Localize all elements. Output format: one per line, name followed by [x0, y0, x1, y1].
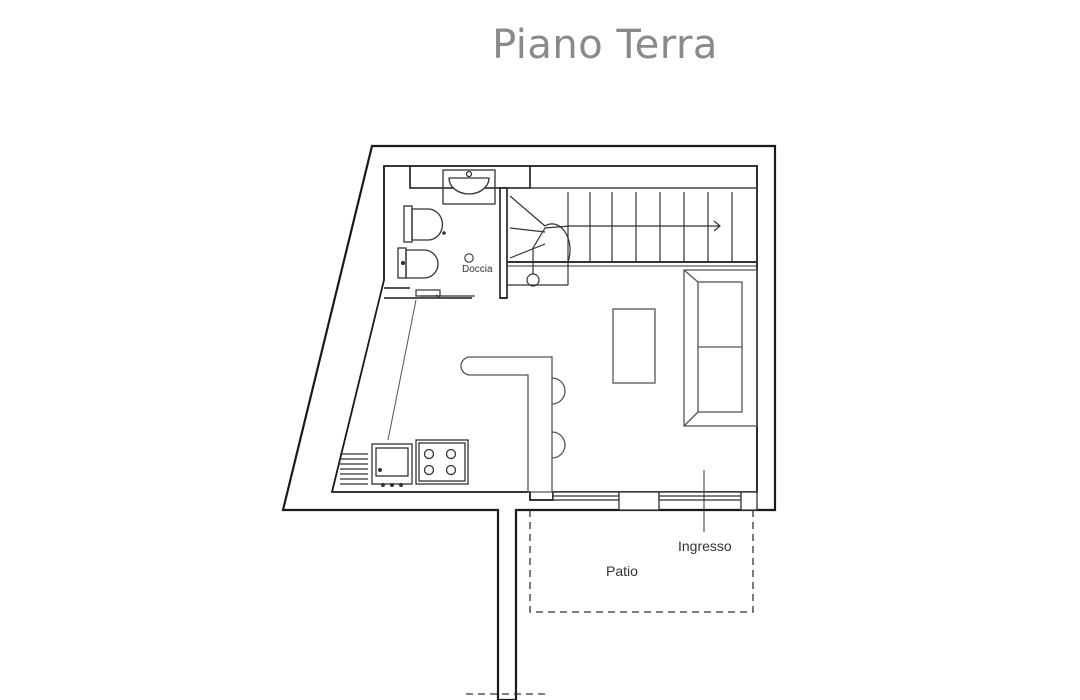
sink: [442, 169, 496, 205]
bidet: [397, 247, 439, 279]
plan-title: Piano Terra: [492, 22, 718, 68]
kitchen-knobs: [378, 468, 403, 487]
patio-label: Patio: [606, 563, 638, 579]
front-openings: [552, 470, 758, 532]
kitchen-peninsula: [460, 356, 553, 493]
patio-outline: [529, 510, 754, 613]
bar-stools: [551, 377, 566, 459]
coffee-table: [612, 308, 656, 384]
shower-label: Doccia: [462, 264, 493, 275]
outer-walls: [281, 144, 777, 700]
entrance-label: Ingresso: [678, 538, 732, 554]
toilet: [403, 205, 444, 243]
guide-line: [387, 299, 417, 441]
sofa: [683, 269, 758, 427]
staircase: [506, 187, 758, 287]
bathroom-sliding-door: [415, 289, 475, 299]
shower-drain-icon: [464, 253, 474, 263]
tap-icon: [442, 231, 446, 235]
kitchen-counter: [340, 439, 469, 485]
